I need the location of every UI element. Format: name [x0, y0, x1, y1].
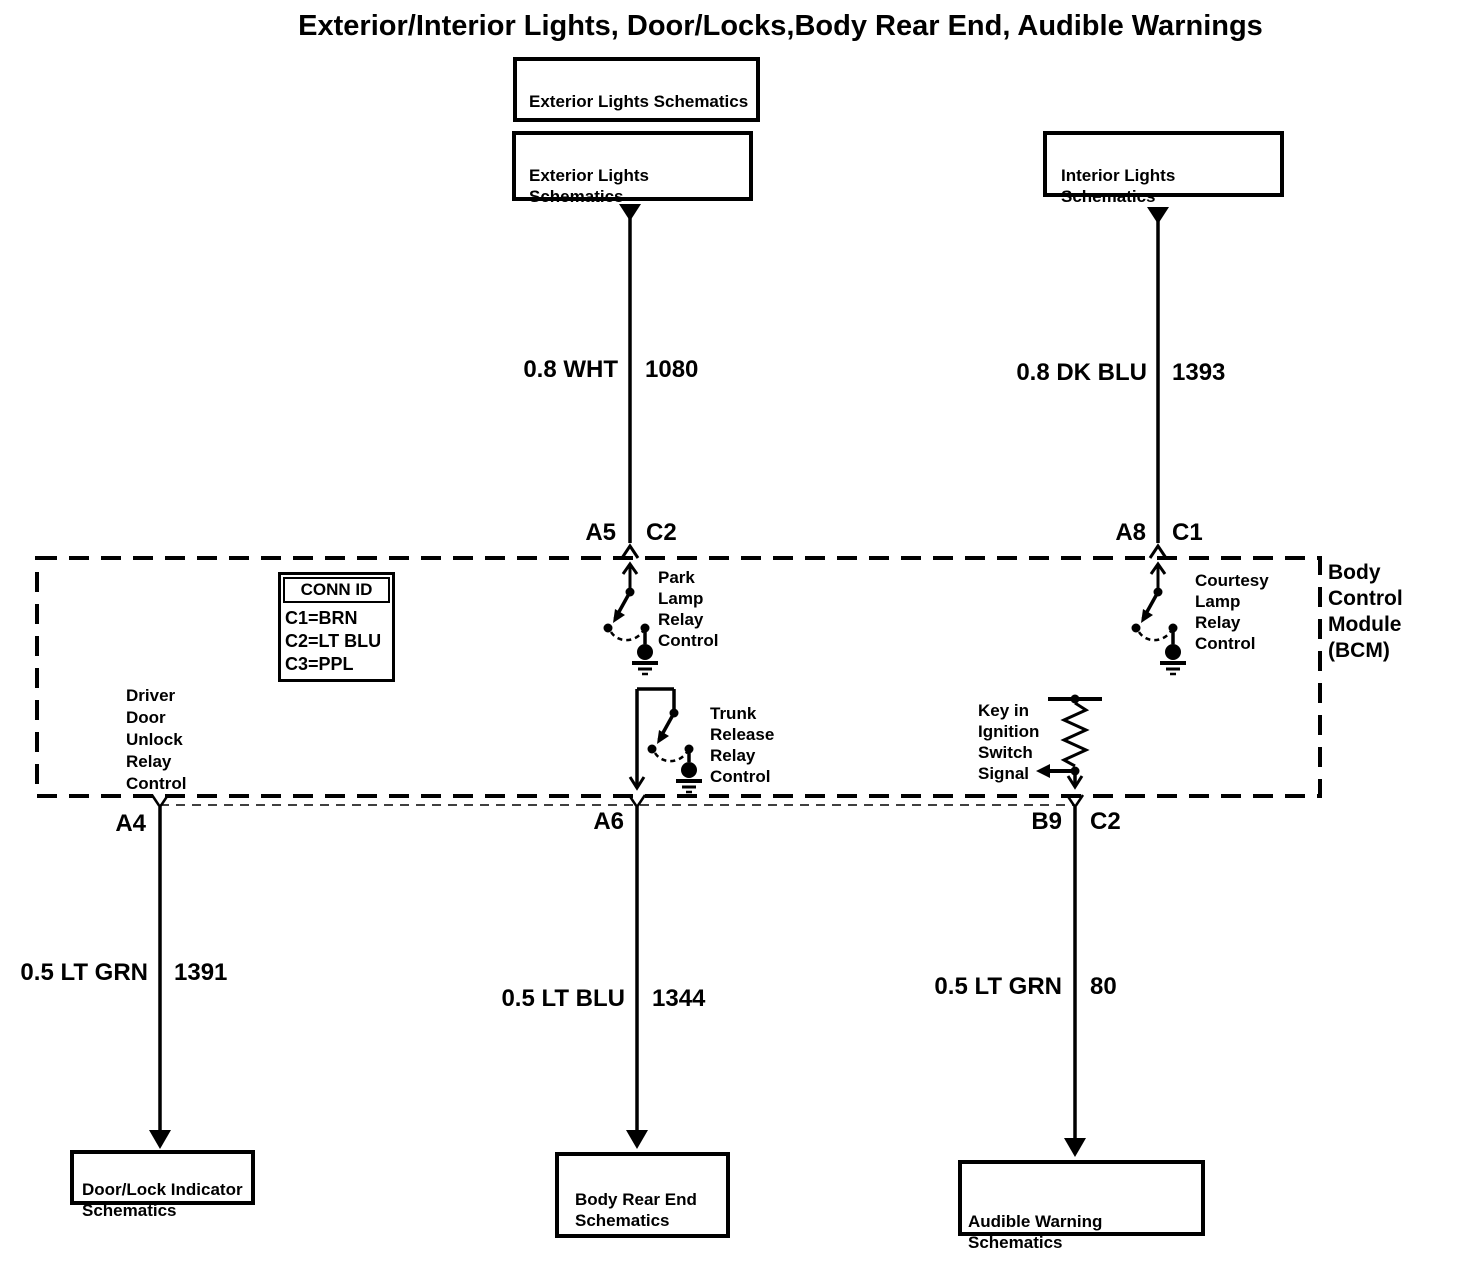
ground-icon	[1165, 644, 1181, 660]
left-arrow-icon	[1036, 764, 1050, 778]
signal-park-lamp-relay: Park Lamp Relay Control	[658, 568, 719, 650]
ref-box-exterior-lights-top: Exterior Lights Schematics	[513, 57, 760, 122]
conn-id-row: C2=LT BLU	[285, 631, 382, 651]
wire-circuit-audible: 80	[1090, 973, 1117, 1000]
park-lamp-relay-symbol	[603, 561, 658, 676]
wire-spec-exterior: 0.8 WHT	[523, 356, 618, 383]
ref-box-label: Interior Lights Schematics	[1061, 166, 1176, 206]
ref-box-label: Exterior Lights Schematics	[529, 92, 749, 111]
ref-box-label: Exterior Lights Schematics	[529, 166, 649, 206]
wire-circuit-interior: 1393	[1172, 359, 1226, 386]
ref-box-label: Audible Warning Schematics	[968, 1212, 1103, 1252]
conn-id-row: C1=BRN	[285, 608, 358, 628]
ref-box-door-lock-indicator: Door/Lock Indicator Schematics	[70, 1150, 255, 1220]
ref-box-exterior-lights: Exterior Lights Schematics	[512, 131, 753, 206]
wire-circuit-body-rear: 1344	[652, 985, 706, 1012]
down-arrow-icon	[626, 1130, 648, 1149]
conn-id-table: CONN ID C1=BRN C2=LT BLU C3=PPL	[278, 572, 395, 682]
bcm-label: Body Control Module (BCM)	[1328, 561, 1403, 662]
signal-driver-door-unlock: Driver Door Unlock Relay Control	[126, 686, 187, 793]
conn-id-header: CONN ID	[283, 577, 390, 603]
connector-c2-top: C2	[646, 519, 677, 546]
connector-c1: C1	[1172, 519, 1203, 546]
key-in-ignition-symbol	[1036, 694, 1102, 790]
bcm-dashed-border	[35, 556, 1322, 798]
page-title: Exterior/Interior Lights, Door/Locks,Bod…	[298, 10, 1263, 42]
wire-spec-door-lock: 0.5 LT GRN	[20, 959, 148, 986]
wire-spec-interior: 0.8 DK BLU	[1016, 359, 1147, 386]
down-arrow-icon	[619, 204, 641, 221]
conn-id-row: C3=PPL	[285, 654, 354, 674]
down-arrow-icon	[149, 1130, 171, 1149]
down-arrow-icon	[1147, 207, 1169, 224]
signal-courtesy-lamp-relay: Courtesy Lamp Relay Control	[1195, 571, 1269, 653]
pin-a8: A8	[1115, 519, 1146, 546]
pin-a4: A4	[115, 810, 146, 837]
ref-box-interior-lights: Interior Lights Schematics	[1043, 131, 1284, 206]
inline-connector-icon	[620, 543, 640, 559]
ref-box-label: Door/Lock Indicator Schematics	[82, 1180, 243, 1220]
wire-spec-audible: 0.5 LT GRN	[934, 973, 1062, 1000]
wire-spec-body-rear: 0.5 LT BLU	[501, 985, 625, 1012]
pin-a5: A5	[585, 519, 616, 546]
exterior-lights-wire	[619, 204, 641, 559]
signal-key-in-ignition: Key in Ignition Switch Signal	[978, 701, 1040, 783]
ref-box-body-rear-end: Body Rear End Schematics	[555, 1152, 730, 1238]
ground-icon	[637, 644, 653, 660]
body-rear-wire	[626, 794, 648, 1149]
signal-trunk-release-relay: Trunk Release Relay Control	[710, 704, 775, 786]
door-lock-wire	[149, 794, 171, 1149]
wire-circuit-exterior: 1080	[645, 356, 699, 383]
ground-icon	[681, 762, 697, 778]
inline-connector-icon	[1148, 543, 1168, 559]
interior-lights-wire	[1147, 207, 1169, 559]
pin-a6: A6	[593, 808, 624, 835]
down-arrow-icon	[1064, 1138, 1086, 1157]
conn-id-rows: C1=BRN C2=LT BLU C3=PPL	[281, 605, 392, 679]
ref-box-audible-warning: Audible Warning Schematics	[958, 1160, 1205, 1252]
trunk-release-relay-symbol	[628, 687, 702, 794]
courtesy-lamp-relay-symbol	[1131, 561, 1186, 676]
ref-box-label: Body Rear End Schematics	[575, 1190, 697, 1230]
audible-wire	[1064, 794, 1086, 1157]
pin-b9: B9	[1031, 808, 1062, 835]
resistor-icon	[1060, 701, 1090, 768]
connector-c2-bottom: C2	[1090, 808, 1121, 835]
wire-circuit-door-lock: 1391	[174, 959, 228, 986]
